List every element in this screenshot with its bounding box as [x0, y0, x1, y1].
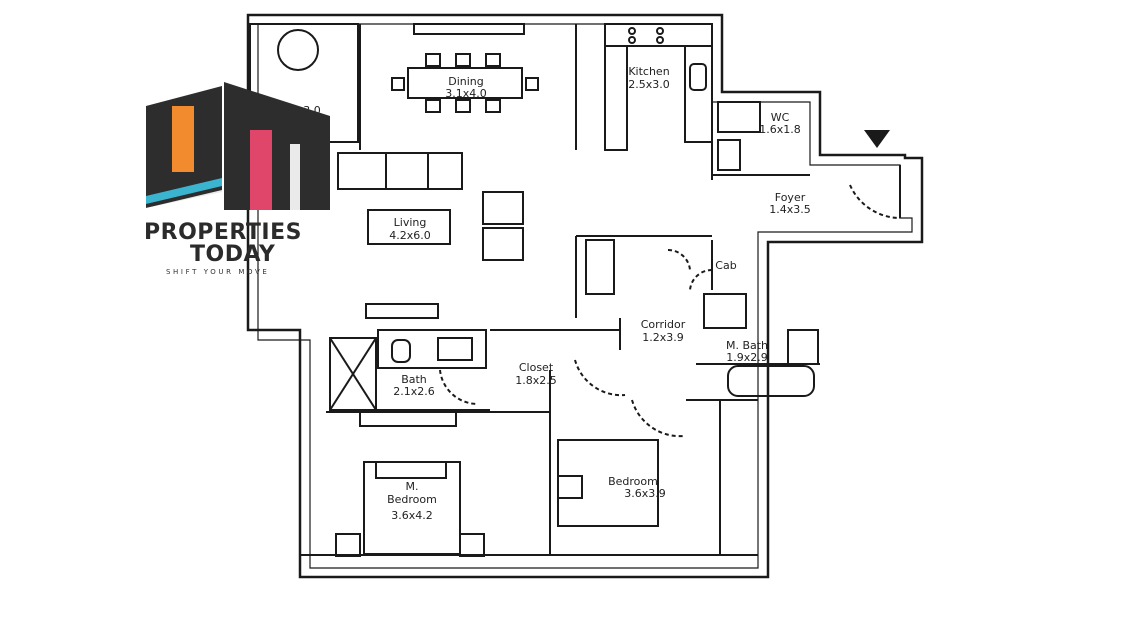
mbath-label: M. Bath [726, 339, 768, 352]
closet-label: Closet [519, 361, 554, 374]
cab-label: Cab [715, 259, 736, 272]
nightstand [459, 533, 485, 557]
wc-counter [717, 101, 761, 133]
mbedroom-label-2: Bedroom [387, 493, 437, 506]
toilet [717, 139, 741, 171]
dining-label: Dining [448, 75, 484, 88]
door-swing [574, 359, 626, 397]
pillow [375, 461, 447, 479]
bedroom-size: 3.6x3.9 [624, 487, 666, 500]
chair [485, 99, 501, 113]
door-swing [439, 369, 479, 406]
mbedroom-size: 3.6x4.2 [391, 509, 433, 522]
chair [425, 53, 441, 67]
sofa [337, 152, 463, 190]
shower-mark [329, 337, 377, 411]
chair [455, 99, 471, 113]
dining-table [407, 67, 523, 99]
stove-burner [628, 27, 636, 35]
corridor-size: 1.2x3.9 [642, 331, 684, 344]
logo-line-2: TODAY [190, 242, 276, 267]
kitchen-counter [604, 45, 628, 151]
toilet [391, 339, 411, 363]
balcony-table [277, 29, 319, 71]
stove-burner [628, 36, 636, 44]
foyer-label: Foyer [775, 191, 806, 204]
kitchen-size: 2.5x3.0 [628, 78, 670, 91]
entrance-arrow-icon [864, 130, 890, 148]
chair [425, 99, 441, 113]
door-swing [849, 184, 901, 219]
bath-counter [377, 329, 487, 369]
basin [437, 337, 473, 361]
kitchen-counter [604, 23, 713, 47]
logo-title: PROPERTIES TODAY [144, 222, 302, 266]
bath-label: Bath [401, 373, 427, 386]
brand-logo: PROPERTIES TODAY SHIFT YOUR MOVE [140, 78, 340, 288]
bedroom-label: Bedroom [608, 475, 658, 488]
wc-label: WC [771, 111, 790, 124]
armchair [482, 227, 524, 261]
chair [455, 53, 471, 67]
basin [787, 329, 819, 365]
mbedroom-label-1: M. [406, 480, 419, 493]
logo-tagline: SHIFT YOUR MOVE [166, 268, 270, 276]
kitchen-counter [684, 45, 713, 143]
nightstand [557, 475, 583, 499]
logo-line-1: PROPERTIES [144, 220, 302, 245]
armchair [482, 191, 524, 225]
toilet-area [703, 293, 747, 329]
foyer-size: 1.4x3.5 [769, 203, 811, 216]
outer-wall [246, 13, 924, 579]
bath-size: 2.1x2.6 [393, 385, 435, 398]
mbath-size: 1.9x2.9 [726, 351, 768, 364]
stove-burner [656, 27, 664, 35]
living-label: Living [394, 216, 427, 229]
corridor-label: Corridor [641, 318, 686, 331]
sink [689, 63, 707, 91]
tv-unit [365, 303, 439, 319]
bathtub [727, 365, 815, 397]
closet-shelf [585, 239, 615, 295]
coffee-table [367, 209, 451, 245]
closet-size: 1.8x2.5 [515, 374, 557, 387]
dining-size: 3.1x4.0 [445, 87, 487, 100]
stove-burner [656, 36, 664, 44]
chair [391, 77, 405, 91]
door-swing [631, 399, 685, 438]
shower [329, 337, 377, 411]
wardrobe [359, 411, 457, 427]
logo-mark-icon [146, 82, 330, 216]
chair [485, 53, 501, 67]
living-size: 4.2x6.0 [389, 229, 431, 242]
inner-outer-wall [257, 23, 913, 569]
door-swing [689, 268, 713, 291]
nightstand [335, 533, 361, 557]
window [413, 23, 525, 35]
chair [525, 77, 539, 91]
wc-size: 1.6x1.8 [759, 123, 801, 136]
kitchen-label: Kitchen [628, 65, 669, 78]
door-swing [667, 248, 691, 271]
